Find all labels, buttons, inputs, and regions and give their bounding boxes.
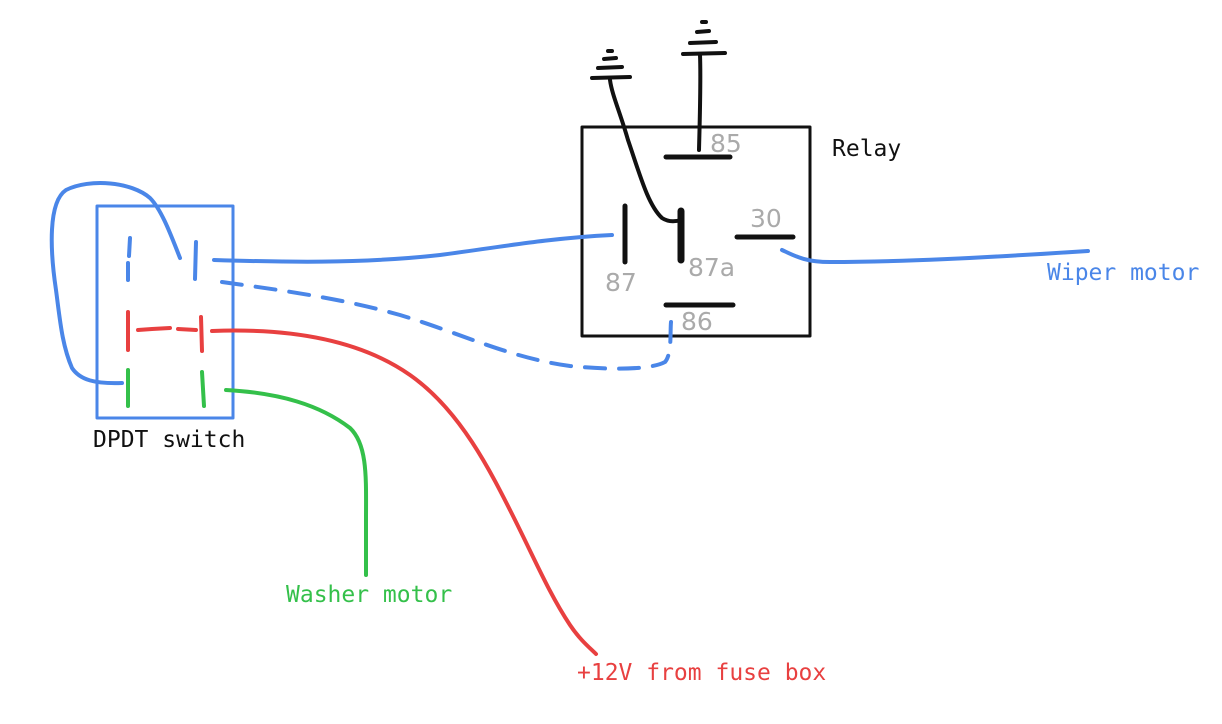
pin-label-87: 87 xyxy=(605,268,637,297)
wire-blue-dashed-switch-to-86 xyxy=(220,280,673,371)
dpdt-switch-label: DPDT switch xyxy=(93,427,245,453)
pin-label-87a: 87a xyxy=(688,253,735,282)
switch-contact-blue-right xyxy=(193,240,198,281)
ground-symbol-87a xyxy=(590,49,683,224)
switch-red-jumper xyxy=(136,326,198,332)
wire-blue-switch-to-87 xyxy=(212,233,614,264)
switch-contact-blue-left xyxy=(126,236,132,282)
relay-box xyxy=(580,125,812,338)
relay-label: Relay xyxy=(832,136,901,162)
wire-blue-30-to-wiper xyxy=(780,248,1090,264)
wire-green-washer xyxy=(224,388,369,577)
washer-motor-label: Washer motor xyxy=(286,582,452,608)
wiper-motor-label: Wiper motor xyxy=(1047,260,1199,286)
wire-red-power xyxy=(210,328,598,656)
pin-label-86: 86 xyxy=(681,307,713,336)
dpdt-switch-box xyxy=(95,204,235,420)
pin-label-30: 30 xyxy=(750,204,782,233)
power-label: +12V from fuse box xyxy=(577,660,826,686)
switch-contact-red-right xyxy=(199,315,204,353)
ground-symbol-85 xyxy=(681,20,727,152)
switch-contact-green-right xyxy=(200,370,206,408)
pin-label-85: 85 xyxy=(710,129,742,158)
wire-blue-loop xyxy=(49,181,182,386)
